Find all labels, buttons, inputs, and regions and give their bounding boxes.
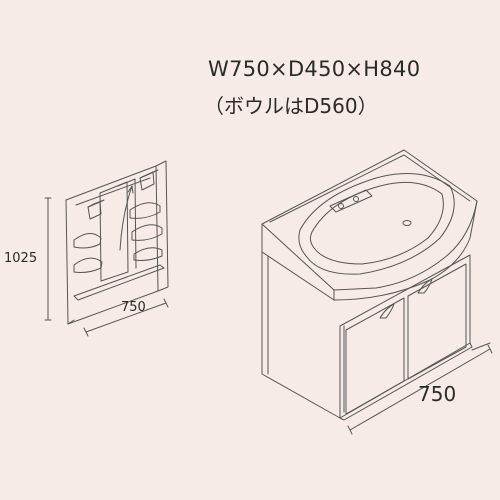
vanity-width-label: 750 — [418, 382, 457, 406]
vanity-illustration — [261, 149, 493, 435]
mirror-height-label: 1025 — [4, 251, 38, 266]
mirror-cabinet-illustration — [44, 160, 169, 337]
mirror-width-label: 750 — [121, 300, 146, 315]
bowl-depth-note: （ボウルはD560） — [204, 94, 378, 118]
dimension-spec: W750×D450×H840 — [208, 57, 421, 81]
